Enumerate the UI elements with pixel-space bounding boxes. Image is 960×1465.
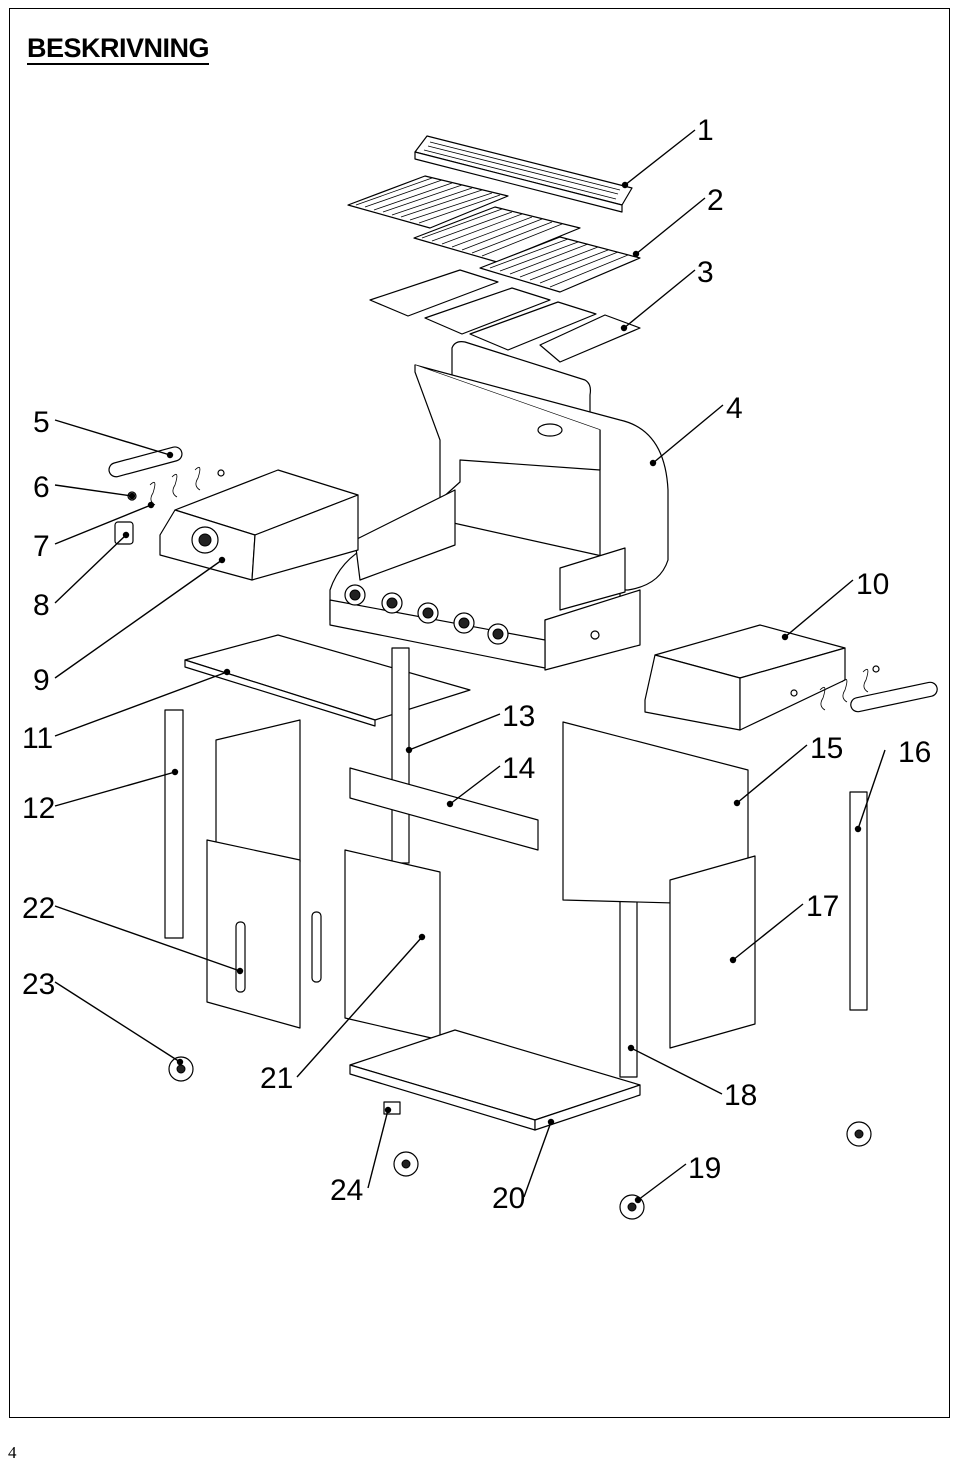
callout-label-16: 16: [898, 736, 931, 769]
callout-label-5: 5: [33, 406, 50, 439]
leader-line-5: [54, 419, 171, 456]
leader-dot-8: [122, 531, 130, 539]
leader-line-21: [296, 936, 423, 1078]
leader-dot-22: [236, 967, 244, 975]
leader-dot-20: [547, 1118, 555, 1126]
leader-line-23: [54, 981, 181, 1063]
leader-dot-6: [128, 492, 136, 500]
callout-label-7: 7: [33, 530, 50, 563]
callout-label-12: 12: [22, 792, 55, 825]
callout-label-10: 10: [856, 568, 889, 601]
leader-dot-2: [632, 250, 640, 258]
leader-dot-13: [405, 746, 413, 754]
callout-label-6: 6: [33, 471, 50, 504]
leader-dot-10: [781, 633, 789, 641]
callout-label-17: 17: [806, 890, 839, 923]
leader-line-17: [732, 903, 804, 961]
leader-dot-9: [218, 556, 226, 564]
leader-line-14: [449, 765, 501, 805]
leader-dot-15: [733, 799, 741, 807]
callout-label-22: 22: [22, 892, 55, 925]
left-side-burner-shelf: [159, 469, 359, 581]
callout-label-20: 20: [492, 1182, 525, 1215]
callout-label-3: 3: [697, 256, 714, 289]
page-frame: [9, 8, 950, 1418]
leader-line-22: [54, 905, 241, 972]
leader-line-13: [408, 713, 501, 751]
leader-line-2: [635, 197, 706, 255]
grill-lid-firebox: [329, 341, 669, 671]
leader-dot-1: [621, 181, 629, 189]
leader-line-18: [630, 1047, 723, 1095]
leader-dot-16: [854, 825, 862, 833]
leader-line-6: [54, 484, 133, 497]
leader-lines: [54, 129, 886, 1204]
callout-label-13: 13: [502, 700, 535, 733]
leader-line-11: [54, 671, 228, 737]
control-knobs: [344, 584, 509, 645]
callout-label-8: 8: [33, 589, 50, 622]
leader-line-7: [54, 504, 152, 545]
callout-label-21: 21: [260, 1062, 293, 1095]
callout-label-23: 23: [22, 968, 55, 1001]
leader-line-24: [367, 1109, 389, 1189]
page-title: BESKRIVNING: [27, 33, 210, 65]
leader-dot-23: [176, 1058, 184, 1066]
callout-label-18: 18: [724, 1079, 757, 1112]
leader-line-1: [624, 129, 696, 186]
callout-label-9: 9: [33, 664, 50, 697]
leader-line-4: [652, 404, 724, 464]
leader-line-3: [623, 269, 696, 329]
leader-dot-17: [729, 956, 737, 964]
leader-dot-18: [627, 1044, 635, 1052]
leader-line-9: [54, 559, 223, 679]
leader-dot-21: [418, 933, 426, 941]
leader-dot-4: [649, 459, 657, 467]
callout-label-15: 15: [810, 732, 843, 765]
leader-dot-24: [384, 1106, 392, 1114]
callout-label-11: 11: [22, 722, 53, 755]
leader-line-10: [784, 579, 854, 638]
leader-line-19: [637, 1163, 687, 1201]
warming-rack: [414, 135, 633, 213]
leader-line-8: [54, 534, 127, 604]
leader-dot-19: [634, 1196, 642, 1204]
leader-dot-7: [147, 501, 155, 509]
page-number: 4: [8, 1443, 17, 1462]
leader-line-15: [736, 744, 808, 804]
callout-label-1: 1: [697, 114, 714, 147]
cart-frame: [164, 647, 868, 1131]
flame-tamers: [369, 269, 641, 363]
leader-dot-5: [166, 451, 174, 459]
small-hardware: [108, 446, 938, 713]
right-side-shelf: [644, 624, 846, 731]
leader-dot-3: [620, 324, 628, 332]
callout-label-19: 19: [688, 1152, 721, 1185]
callout-label-2: 2: [707, 184, 724, 217]
leader-dot-12: [171, 768, 179, 776]
leader-line-16: [857, 749, 886, 830]
cooking-grates: [347, 175, 641, 293]
bottom-tray: [184, 634, 471, 727]
leader-dot-14: [446, 800, 454, 808]
callout-label-14: 14: [502, 752, 535, 785]
leader-line-12: [54, 771, 176, 807]
callout-label-24: 24: [330, 1174, 363, 1207]
callout-label-4: 4: [726, 392, 743, 425]
leader-line-20: [523, 1121, 552, 1198]
leader-dot-11: [223, 668, 231, 676]
